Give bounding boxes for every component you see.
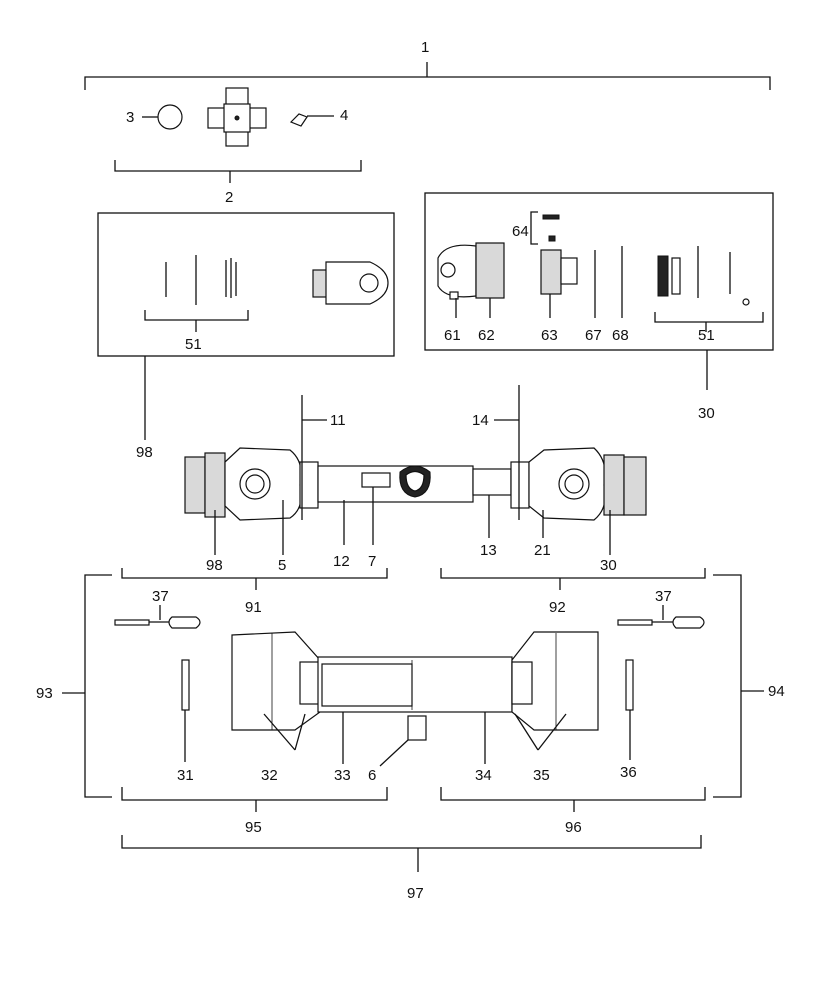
callout-2: 2 (225, 189, 233, 206)
callout-37-right: 37 (655, 588, 672, 605)
callout-32: 32 (261, 767, 278, 784)
callout-68: 68 (612, 327, 629, 344)
callout-13: 13 (480, 542, 497, 559)
callout-63: 63 (541, 327, 558, 344)
callout-91: 91 (245, 599, 262, 616)
callout-5: 5 (278, 557, 286, 574)
callout-96: 96 (565, 819, 582, 836)
callout-94: 94 (768, 683, 785, 700)
callout-4: 4 (340, 107, 348, 124)
callout-14: 14 (472, 412, 489, 429)
bracket-assembly-1 (84, 62, 771, 90)
callout-31: 31 (177, 767, 194, 784)
callout-62: 62 (478, 327, 495, 344)
callout-34: 34 (475, 767, 492, 784)
callout-35: 35 (533, 767, 550, 784)
callout-1: 1 (421, 39, 429, 56)
kit-box-30 (424, 192, 774, 390)
callout-51-right: 51 (698, 327, 715, 344)
callout-37-left: 37 (152, 588, 169, 605)
callout-51-left: 51 (185, 336, 202, 353)
bracket-cross-kit-2 (114, 160, 362, 183)
callout-30-top: 30 (698, 405, 715, 422)
callout-98-top: 98 (136, 444, 153, 461)
callout-33: 33 (334, 767, 351, 784)
callout-67: 67 (585, 327, 602, 344)
callout-11: 11 (330, 412, 346, 429)
guard-parts (114, 605, 705, 767)
kit-box-98 (97, 212, 395, 440)
callout-95: 95 (245, 819, 262, 836)
guard-brackets (62, 568, 764, 872)
callout-21: 21 (534, 542, 551, 559)
callout-36: 36 (620, 764, 637, 781)
callout-12: 12 (333, 553, 350, 570)
drive-shaft-assembly (184, 385, 647, 555)
callout-7: 7 (368, 553, 376, 570)
callout-3: 3 (126, 109, 134, 126)
callout-97: 97 (407, 885, 424, 902)
callout-64: 64 (512, 223, 529, 240)
callout-93: 93 (36, 685, 53, 702)
callout-30-bottom: 30 (600, 557, 617, 574)
callout-98-bottom: 98 (206, 557, 223, 574)
callout-92: 92 (549, 599, 566, 616)
callout-6: 6 (368, 767, 376, 784)
cross-kit-parts (142, 87, 334, 147)
callout-61: 61 (444, 327, 461, 344)
